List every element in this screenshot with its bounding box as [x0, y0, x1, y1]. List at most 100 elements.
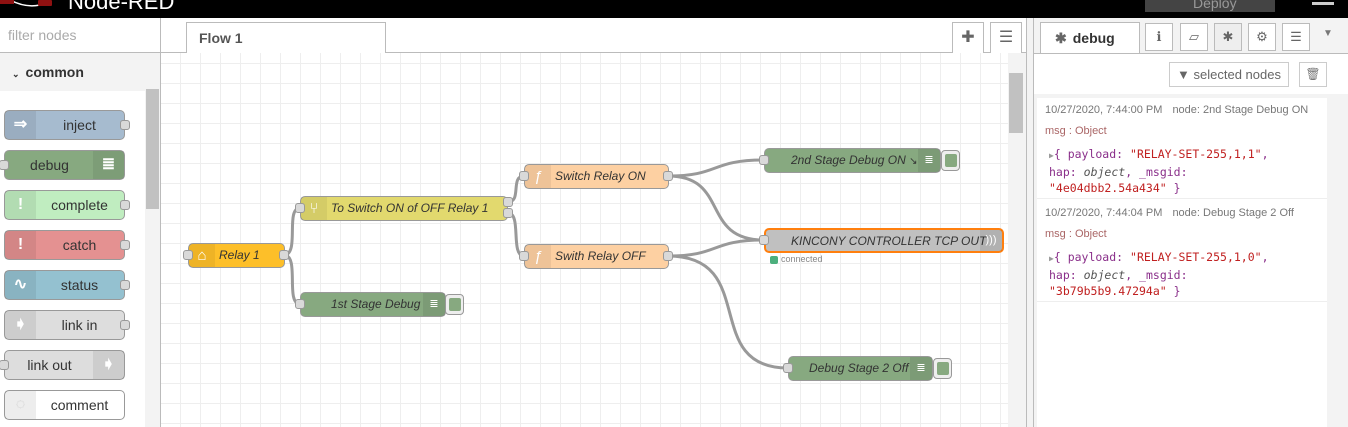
flow-canvas[interactable]: [161, 53, 1008, 427]
add-flow-button[interactable]: ✚: [952, 22, 984, 53]
tab-flow-1[interactable]: Flow 1: [186, 22, 386, 54]
input-port[interactable]: [0, 160, 9, 170]
input-port[interactable]: [295, 203, 305, 213]
context-tab-button[interactable]: ☰: [1282, 23, 1310, 51]
category-label: common: [25, 64, 84, 80]
list-icon: ☰: [998, 29, 1014, 46]
palette-node-link-out[interactable]: link out➧: [0, 350, 125, 380]
output-port[interactable]: [503, 208, 513, 218]
flow-node-2nd-stage-debug-on[interactable]: 2nd Stage Debug ON ↘≣: [764, 148, 941, 173]
filter-selected-nodes-button[interactable]: ▼ selected nodes: [1169, 62, 1289, 87]
palette-node-catch[interactable]: !catch: [4, 230, 130, 260]
input-port[interactable]: [0, 360, 9, 370]
flow-node-switch[interactable]: ⑂To Switch ON of OFF Relay 1: [300, 196, 508, 221]
key: _msgid:: [1139, 165, 1188, 179]
palette-scroll-thumb[interactable]: [146, 89, 159, 209]
inject-arrow-icon: ⇒: [5, 111, 36, 139]
palette-node-status[interactable]: ∿status: [4, 270, 130, 300]
debug-toggle-button[interactable]: [933, 358, 952, 379]
function-icon: ƒ: [525, 245, 551, 268]
palette-category-common[interactable]: ⌄common: [0, 53, 145, 91]
message-payload[interactable]: ▶{ payload: "RELAY-SET-255,1,1", hap: ob…: [1049, 147, 1269, 195]
input-port[interactable]: [295, 299, 305, 309]
expand-icon[interactable]: ▶: [1049, 254, 1054, 263]
value: object: [1083, 268, 1126, 282]
help-tab-button[interactable]: ▱: [1180, 23, 1208, 51]
flow-node-kincony-tcp-out[interactable]: KINCONY CONTROLLER TCP OUT))): [764, 228, 1004, 253]
palette-node-inject[interactable]: ⇒ inject: [4, 110, 130, 140]
output-port[interactable]: [120, 120, 130, 130]
input-port[interactable]: [519, 171, 529, 181]
info-icon: ℹ: [1156, 29, 1162, 44]
output-port[interactable]: [663, 171, 673, 181]
output-port[interactable]: [503, 197, 513, 207]
output-port[interactable]: [120, 240, 130, 250]
divider: [1034, 53, 1348, 54]
palette-node-link-in[interactable]: ➧link in: [4, 310, 130, 340]
plus-icon: ✚: [961, 29, 975, 46]
exclamation-icon: !: [5, 191, 36, 219]
node-label: Relay 1: [219, 248, 260, 262]
output-port[interactable]: [279, 250, 289, 260]
flow-node-relay-1[interactable]: ⌂Relay 1: [188, 243, 285, 268]
config-tab-button[interactable]: ⚙: [1248, 23, 1276, 51]
key: payload:: [1067, 250, 1124, 264]
debug-toggle-button[interactable]: [445, 294, 464, 315]
node-label: inject: [63, 117, 96, 133]
message-node[interactable]: node: Debug Stage 2 Off: [1172, 207, 1294, 219]
menu-icon[interactable]: [1312, 2, 1334, 5]
key: hap:: [1049, 268, 1077, 282]
input-port[interactable]: [519, 251, 529, 261]
filter-nodes-input[interactable]: filter nodes: [0, 18, 160, 53]
tab-debug[interactable]: ✱debug: [1040, 22, 1140, 54]
flow-node-debug-stage-2-off[interactable]: Debug Stage 2 Off≣: [788, 356, 933, 381]
value: "RELAY-SET-255,1,0": [1130, 250, 1262, 264]
debug-toggle-button[interactable]: [941, 150, 960, 171]
node-label: 2nd Stage Debug ON: [791, 153, 906, 167]
flow-node-swith-relay-off[interactable]: ƒ Swith Relay OFF: [524, 244, 669, 269]
flow-list-button[interactable]: ☰: [990, 22, 1022, 53]
message-node[interactable]: node: 2nd Stage Debug ON: [1172, 104, 1309, 116]
flow-node-1st-stage-debug[interactable]: 1st Stage Debug≣: [300, 292, 446, 317]
palette-node-comment[interactable]: ◌comment: [4, 390, 125, 420]
sidebar-splitter[interactable]: [1026, 18, 1034, 427]
output-port[interactable]: [120, 200, 130, 210]
palette-node-debug[interactable]: debug ≣: [0, 150, 125, 180]
node-label: Swith Relay OFF: [555, 249, 646, 263]
canvas-scrollbar[interactable]: [1008, 53, 1026, 427]
arrow-icon: ↘: [909, 156, 918, 167]
debug-list-icon: ≣: [423, 293, 445, 316]
clear-debug-button[interactable]: 🗑: [1299, 62, 1327, 87]
palette-node-list: ⇒inject debug≣ !complete !catch ∿status …: [0, 91, 145, 427]
chevron-down-icon[interactable]: ▼: [1323, 28, 1333, 39]
trash-icon: 🗑: [1305, 67, 1321, 81]
value: "4e04dbb2.54a434": [1049, 181, 1167, 195]
debug-list-icon: ≣: [93, 151, 124, 179]
expand-icon[interactable]: ▶: [1049, 151, 1054, 160]
input-port[interactable]: [759, 235, 769, 245]
output-port[interactable]: [120, 280, 130, 290]
debug-list-icon: ≣: [918, 149, 940, 172]
node-red-logo-icon: [0, 0, 52, 7]
input-port[interactable]: [783, 363, 793, 373]
output-port[interactable]: [663, 251, 673, 261]
input-port[interactable]: [759, 155, 769, 165]
debug-scrollbar[interactable]: [1327, 98, 1348, 427]
input-port[interactable]: [183, 250, 193, 260]
palette-node-complete[interactable]: !complete: [4, 190, 130, 220]
filter-icon: ▼: [1177, 67, 1190, 82]
message-payload[interactable]: ▶{ payload: "RELAY-SET-255,1,0", hap: ob…: [1049, 250, 1269, 298]
debug-tab-button[interactable]: ✱: [1214, 23, 1242, 51]
book-icon: ▱: [1189, 29, 1199, 44]
function-icon: ƒ: [525, 165, 551, 188]
canvas-scroll-thumb[interactable]: [1009, 73, 1023, 133]
debug-list-icon: ≣: [910, 357, 932, 380]
output-port[interactable]: [120, 320, 130, 330]
tcp-wave-icon: ))): [980, 230, 1002, 251]
node-label: debug: [30, 157, 69, 173]
info-tab-button[interactable]: ℹ: [1145, 23, 1173, 51]
deploy-button[interactable]: Deploy: [1145, 0, 1275, 12]
message-time: 10/27/2020, 7:44:00 PM: [1045, 104, 1163, 116]
